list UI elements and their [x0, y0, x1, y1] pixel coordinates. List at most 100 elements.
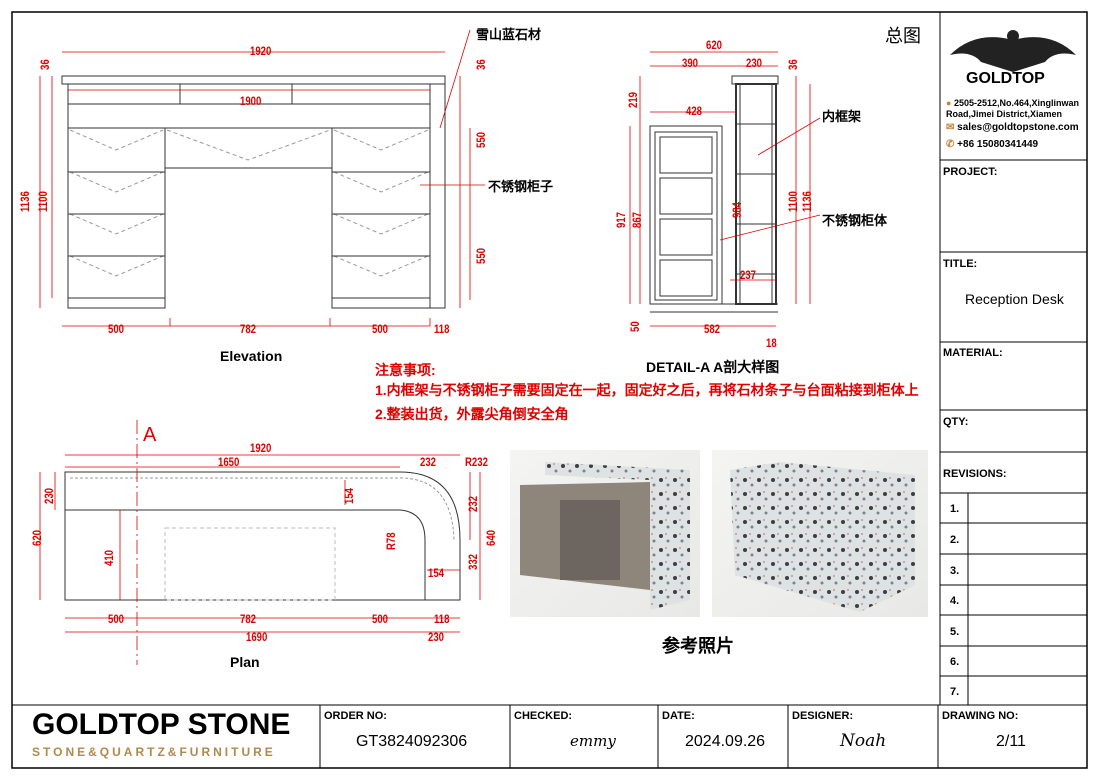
dim-label: 917 [614, 211, 628, 228]
email-text: sales@goldtopstone.com [957, 122, 1079, 133]
dim-label: 154 [428, 566, 445, 580]
dim-label: 50 [628, 321, 642, 332]
dim-label: R232 [465, 455, 488, 469]
revision-number: 3. [950, 565, 960, 577]
title-label: TITLE: [943, 258, 978, 270]
elevation-caption: Elevation [220, 348, 283, 364]
designer-label: DESIGNER: [792, 710, 854, 722]
dim-label: 782 [240, 322, 257, 336]
checked-signature: emmy [570, 732, 616, 750]
section-mark: A [143, 424, 157, 446]
dim-label: 230 [42, 487, 56, 504]
brand-name: GOLDTOP STONE [32, 708, 291, 741]
drawing-no-label: DRAWING NO: [942, 710, 1019, 722]
photos-caption: 参考照片 [662, 636, 734, 656]
callout-inner-frame: 内框架 [822, 109, 862, 124]
revisions-label: REVISIONS: [943, 468, 1007, 480]
revision-number: 7. [950, 686, 960, 698]
dim-label: 500 [108, 322, 125, 336]
phone: ✆ +86 15080341449 [946, 139, 1038, 150]
dim-label: 550 [474, 247, 488, 264]
title-value: Reception Desk [965, 291, 1064, 307]
dim-label: 230 [746, 56, 763, 70]
plan-caption: Plan [230, 654, 260, 670]
dim-label: 410 [102, 549, 116, 566]
address: ● 2505-2512,No.464,Xinglinwan Road,Jimei… [946, 98, 1086, 120]
dim-label: 36 [474, 59, 488, 70]
designer-signature: Noah [840, 731, 887, 751]
dim-label: 500 [372, 322, 389, 336]
dim-label: 36 [38, 59, 52, 70]
dim-label: 1100 [36, 191, 50, 212]
qty-label: QTY: [943, 416, 969, 428]
dim-label: 500 [108, 612, 125, 626]
dim-label: 867 [630, 211, 644, 228]
dim-label: 332 [466, 553, 480, 570]
order-value: GT3824092306 [356, 733, 468, 750]
dim-label: 1100 [786, 191, 800, 212]
dim-label: 1690 [246, 630, 268, 644]
drawing-no-value: 2/11 [996, 733, 1026, 750]
callout-steel-cabinet: 不锈钢柜子 [488, 179, 554, 194]
date-label: DATE: [662, 710, 695, 722]
dim-label: 232 [420, 455, 437, 469]
note-item: 2.整装出货，外露尖角倒安全角 [375, 406, 569, 422]
detail-caption: DETAIL-A A剖大样图 [646, 359, 780, 375]
dim-label: 582 [704, 322, 721, 336]
phone-icon: ✆ [946, 139, 955, 150]
dim-label: 428 [686, 104, 703, 118]
dim-label: 1136 [18, 191, 32, 212]
notes-title: 注意事项: [375, 362, 436, 378]
dim-label: 1650 [218, 455, 240, 469]
callout-steel-body: 不锈钢柜体 [822, 213, 888, 228]
revision-number: 6. [950, 656, 960, 668]
dim-label: 390 [682, 56, 699, 70]
address-text: 2505-2512,No.464,Xinglinwan Road,Jimei D… [946, 98, 1080, 119]
date-value: 2024.09.26 [685, 733, 766, 750]
location-icon: ● [946, 98, 952, 108]
dim-label: 620 [706, 38, 723, 52]
order-label: ORDER NO: [324, 710, 387, 722]
material-label: MATERIAL: [943, 347, 1003, 359]
brand-tagline: STONE&QUARTZ&FURNITURE [32, 745, 276, 759]
logo-text: GOLDTOP [966, 70, 1045, 87]
dim-label: R78 [384, 532, 398, 550]
crown-logo-icon [950, 30, 1076, 72]
revision-number: 2. [950, 534, 960, 546]
dim-label: 230 [428, 630, 445, 644]
plan-drawing [64, 471, 461, 601]
dim-label: 1900 [240, 94, 262, 108]
revision-number: 1. [950, 503, 960, 515]
dim-label: 550 [474, 131, 488, 148]
dim-label: 219 [626, 91, 640, 108]
project-label: PROJECT: [943, 166, 998, 178]
dim-label: 36 [786, 59, 800, 70]
dim-label: 118 [434, 322, 450, 336]
envelope-icon: ✉ [946, 122, 955, 133]
dim-label: 232 [466, 495, 480, 512]
dim-label: 500 [372, 612, 389, 626]
dim-label: 782 [240, 612, 257, 626]
dim-label: 18 [766, 336, 777, 350]
phone-text: +86 15080341449 [957, 139, 1039, 150]
elevation-dimension-lines [39, 29, 485, 327]
dim-label: 1920 [250, 44, 272, 58]
checked-label: CHECKED: [514, 710, 573, 722]
revision-number: 4. [950, 595, 960, 607]
dim-label: 237 [740, 268, 757, 282]
sheet-title: 总图 [885, 26, 921, 46]
dim-label: 118 [434, 612, 450, 626]
email: ✉ sales@goldtopstone.com [946, 122, 1079, 133]
callout-stone: 雪山蓝石材 [476, 27, 542, 42]
dim-label: 1920 [250, 441, 272, 455]
revision-number: 5. [950, 626, 960, 638]
dim-label: 620 [30, 529, 44, 546]
dim-label: 1136 [800, 191, 814, 212]
dim-label: 154 [342, 487, 356, 504]
detail-drawing [649, 75, 779, 313]
note-item: 1.内框架与不锈钢柜子需要固定在一起，固定好之后，再将石材条子与台面粘接到柜体上 [375, 382, 919, 398]
dim-label: 640 [484, 529, 498, 546]
dim-label: 984 [730, 201, 744, 218]
